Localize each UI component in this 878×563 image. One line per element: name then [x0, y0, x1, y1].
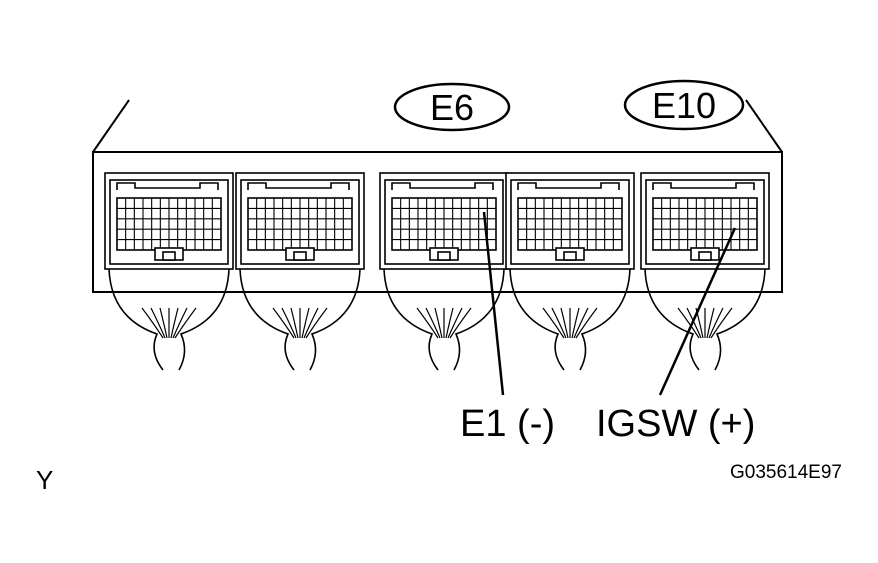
e1-terminal-label: E1 (-): [460, 403, 555, 445]
figure-code: G035614E97: [730, 462, 842, 483]
e10-connector: [640, 172, 770, 270]
connector-row: [104, 172, 770, 371]
e6-tag-label: E6: [430, 87, 474, 128]
connector-4: [505, 172, 635, 270]
wire-harness: [644, 268, 766, 371]
igsw-leader-line: [658, 227, 737, 396]
corner-mark: Y: [36, 465, 53, 495]
e10-tag-label: E10: [652, 85, 716, 126]
igsw-terminal-label: IGSW (+): [596, 403, 755, 445]
e6-connector-tag: E6: [393, 82, 511, 132]
e6-connector: [379, 172, 509, 270]
wire-harness: [239, 268, 361, 371]
wire-harness: [108, 268, 230, 371]
wire-harness: [383, 268, 505, 371]
wire-harness: [509, 268, 631, 371]
connector-1: [104, 172, 234, 270]
connector-2: [235, 172, 365, 270]
e10-connector-tag: E10: [623, 79, 745, 131]
e1-leader-line: [482, 211, 505, 396]
